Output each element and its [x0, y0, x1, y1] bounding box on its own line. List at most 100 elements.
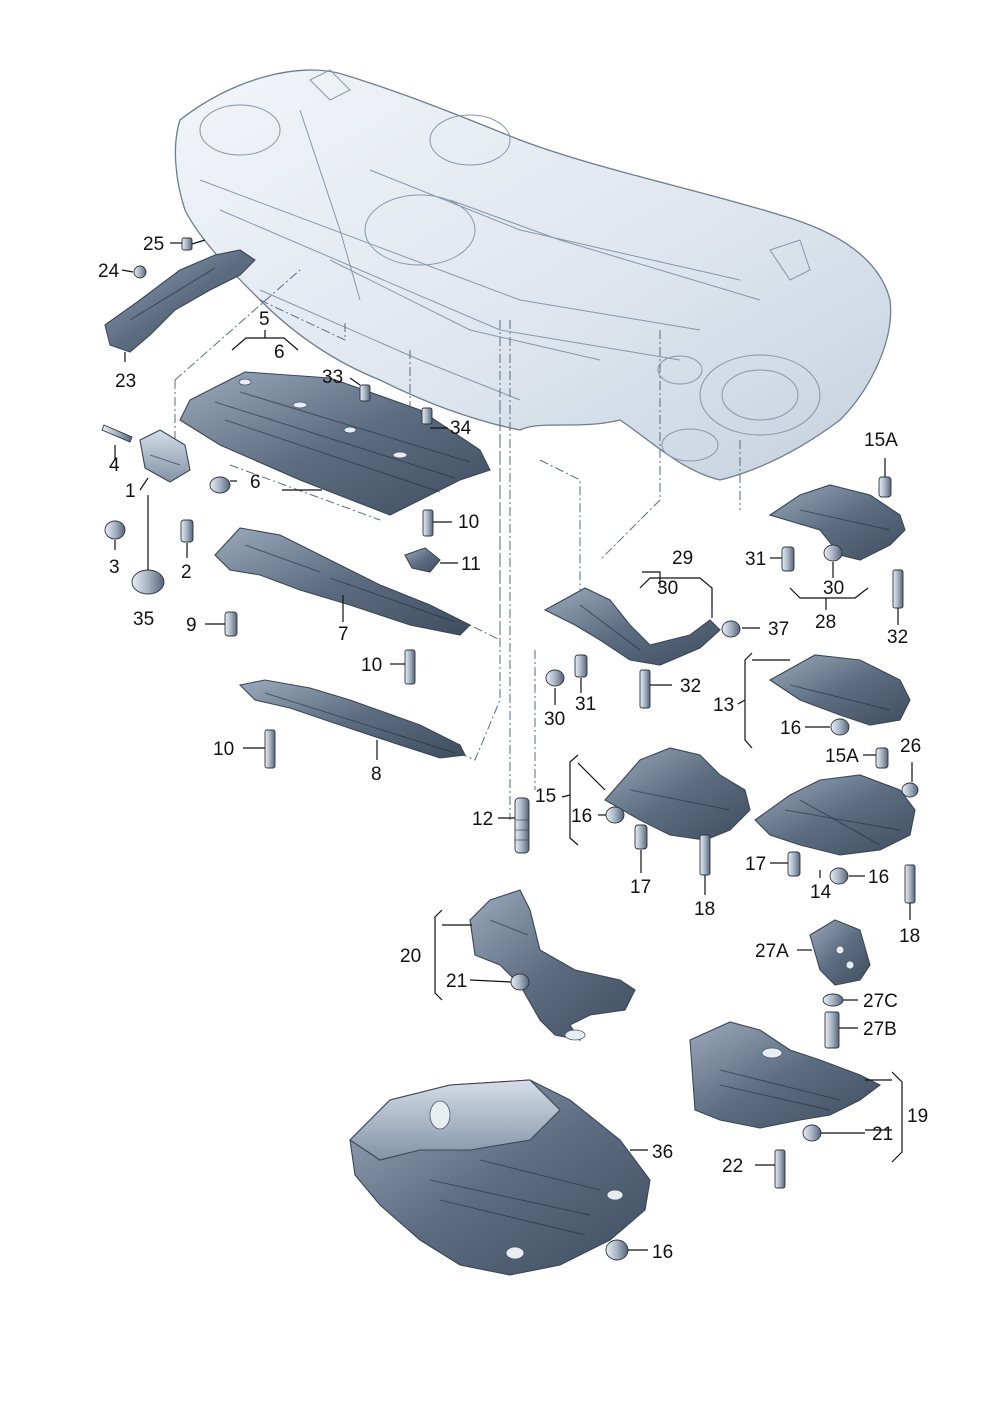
callout-28: 28 — [815, 612, 836, 633]
part-36-engine-cover — [349, 1079, 651, 1276]
callout-7: 7 — [338, 624, 349, 645]
part-3-nut — [104, 520, 126, 540]
part-27B-bolt — [824, 1011, 840, 1049]
part-1-bracket — [139, 429, 191, 483]
part-5-floor-cover — [179, 371, 491, 516]
callout-16-d: 16 — [652, 1242, 673, 1263]
callout-15A-mid: 15A — [825, 746, 859, 767]
callout-30-right: 30 — [823, 578, 844, 599]
part-37-nut — [721, 620, 741, 638]
callout-23: 23 — [115, 371, 136, 392]
part-18-screw-b — [904, 864, 916, 904]
callout-33: 33 — [322, 367, 343, 388]
part-12-stud — [514, 797, 530, 854]
callout-27A: 27A — [755, 941, 789, 962]
callout-labels: 25 24 23 5 6 33 34 4 1 6 10 11 3 2 35 9 … — [98, 234, 928, 1263]
callout-11: 11 — [461, 554, 481, 575]
callout-35: 35 — [133, 609, 154, 630]
part-10-screw-b — [404, 649, 416, 685]
callout-31-right: 31 — [745, 549, 766, 570]
callout-15A-top: 15A — [864, 430, 898, 451]
part-20-tunnel-cover — [469, 889, 636, 1041]
part-7-side-cover — [214, 527, 471, 636]
part-16-nut-d — [605, 1239, 629, 1261]
callout-30-top: 30 — [657, 578, 678, 599]
callout-37: 37 — [768, 619, 789, 640]
callout-21-a: 21 — [446, 971, 467, 992]
callout-32-left: 32 — [680, 676, 701, 697]
part-31-clip-a — [574, 654, 588, 678]
callout-16-a: 16 — [780, 718, 801, 739]
part-35-plug — [131, 569, 165, 595]
part-21-nut-b — [802, 1124, 822, 1142]
part-10-screw-c — [264, 729, 276, 769]
callout-1: 1 — [125, 481, 136, 502]
part-9-clip — [224, 611, 238, 637]
part-24-nut — [133, 265, 147, 279]
vehicle-underbody — [174, 69, 892, 481]
part-15-cover — [604, 747, 751, 841]
callout-10-b: 10 — [361, 655, 382, 676]
part-32-screw-a — [639, 669, 651, 709]
callout-24: 24 — [98, 261, 120, 282]
callout-16-c: 16 — [868, 867, 889, 888]
part-8-side-cover — [238, 679, 466, 759]
callout-12: 12 — [472, 809, 493, 830]
part-15A-screw-a — [878, 476, 892, 498]
part-11-bracket — [404, 547, 441, 573]
callout-6: 6 — [250, 472, 261, 493]
callout-16-b: 16 — [571, 806, 592, 827]
callout-22: 22 — [722, 1156, 743, 1177]
part-30-nut-b — [823, 544, 843, 562]
part-32-screw-b — [892, 569, 904, 609]
callout-18-a: 18 — [694, 899, 715, 920]
callout-29: 29 — [672, 548, 693, 569]
part-15A-screw-b — [875, 747, 889, 769]
callout-15: 15 — [535, 786, 556, 807]
callout-10-a: 10 — [458, 512, 479, 533]
part-14-cover — [754, 774, 916, 856]
part-31-clip-b — [781, 546, 795, 572]
part-4-screw — [101, 424, 133, 443]
part-17-clip-a — [634, 824, 648, 850]
part-18-screw-a — [699, 834, 711, 876]
part-26-screw — [901, 782, 919, 798]
callout-17-b: 17 — [745, 854, 766, 875]
part-2-clip — [180, 519, 194, 543]
part-10-screw-a — [422, 509, 434, 537]
part-27A-bracket — [809, 919, 871, 986]
callout-17-a: 17 — [630, 877, 651, 898]
callout-20: 20 — [400, 946, 421, 967]
guide-lines — [174, 269, 741, 820]
callout-31-left: 31 — [575, 694, 596, 715]
leader-lines — [114, 242, 913, 1251]
part-16-nut-c — [829, 867, 849, 885]
part-16-nut-b — [605, 806, 625, 824]
callout-27B: 27B — [863, 1019, 897, 1040]
callout-18-b: 18 — [899, 926, 920, 947]
callout-4: 4 — [109, 455, 120, 476]
callout-9: 9 — [186, 615, 197, 636]
callout-26: 26 — [900, 736, 921, 757]
callout-27C: 27C — [863, 991, 898, 1012]
part-22-screw — [774, 1149, 786, 1189]
part-27C-washer — [822, 993, 844, 1007]
part-16-nut-a — [830, 718, 850, 736]
part-21-nut-a — [510, 973, 530, 991]
part-30-nut-a — [545, 669, 565, 687]
callout-2: 2 — [181, 562, 192, 583]
callout-10-c: 10 — [213, 739, 234, 760]
callout-32-right: 32 — [887, 627, 908, 648]
callout-6-top: 6 — [274, 342, 285, 363]
callout-25: 25 — [143, 234, 164, 255]
callout-8: 8 — [371, 764, 382, 785]
part-34-clip — [421, 407, 433, 425]
callout-34: 34 — [450, 418, 472, 439]
callout-5: 5 — [259, 309, 270, 330]
callout-36: 36 — [652, 1142, 673, 1163]
callout-13: 13 — [713, 695, 734, 716]
part-29-cover — [543, 587, 721, 666]
part-33-clip — [359, 384, 371, 402]
part-19-cover — [689, 1021, 882, 1129]
